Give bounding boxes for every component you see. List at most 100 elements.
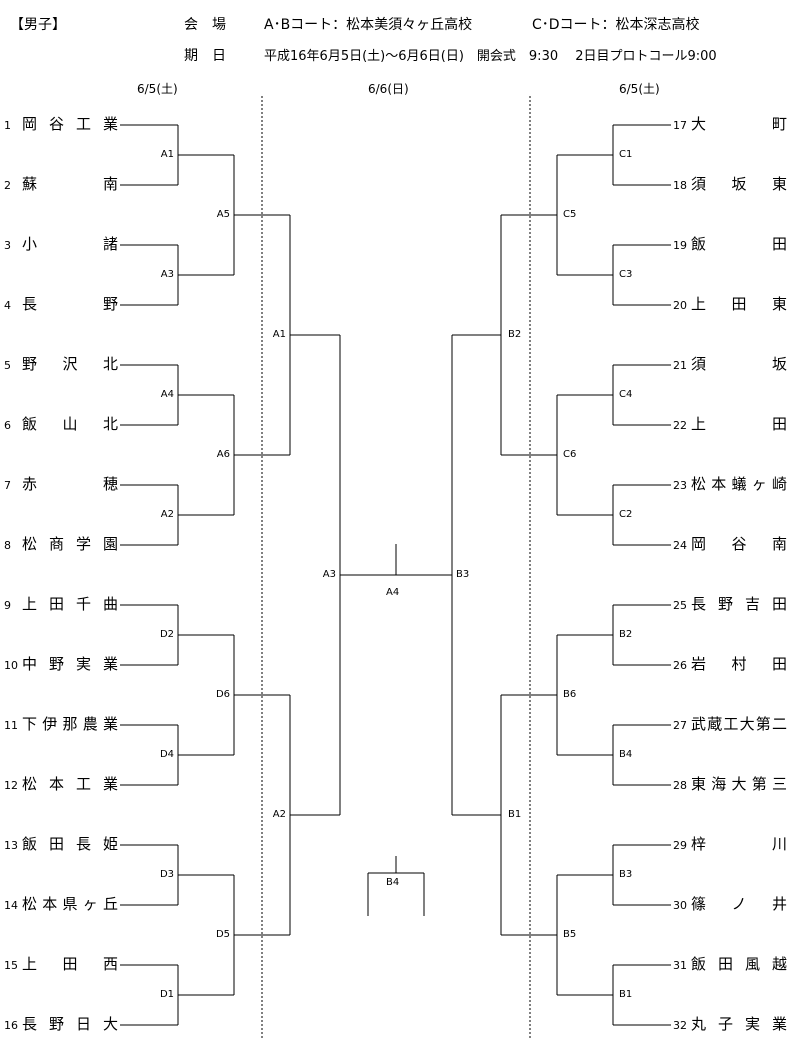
team-name: 岡 谷 南 xyxy=(691,535,787,553)
team-number: 29 xyxy=(673,839,687,852)
match-label: B2 xyxy=(508,329,522,340)
team-name: 飯田風越 xyxy=(691,955,787,973)
match-label: A1 xyxy=(160,149,174,160)
team-name: 蘇 南 xyxy=(22,175,118,193)
team-number: 13 xyxy=(4,839,18,852)
team-name: 飯 田 xyxy=(691,235,787,253)
team-name: 松本蟻ヶ崎 xyxy=(691,475,787,493)
team-number: 24 xyxy=(673,539,687,552)
team-name: 上田千曲 xyxy=(22,595,118,613)
team-name: 大 町 xyxy=(691,115,787,133)
team-name: 野 沢 北 xyxy=(22,355,118,373)
day-label-left: 6/5(土) xyxy=(137,82,178,96)
team-name: 松本県ヶ丘 xyxy=(22,895,118,913)
team-number: 30 xyxy=(673,899,687,912)
semifinal-label-right: B3 xyxy=(456,569,470,580)
team-number: 6 xyxy=(4,419,11,432)
match-label: B2 xyxy=(619,629,633,640)
day-label-right: 6/5(土) xyxy=(619,82,660,96)
match-label: A1 xyxy=(272,329,286,340)
team-name: 赤 穂 xyxy=(22,475,118,493)
final-label: A4 xyxy=(386,587,400,598)
team-name: 松商学園 xyxy=(22,535,118,553)
team-name: 岩 村 田 xyxy=(691,655,787,673)
team-number: 26 xyxy=(673,659,687,672)
match-label: D4 xyxy=(159,749,174,760)
match-label: B1 xyxy=(619,989,633,1000)
match-label: D2 xyxy=(159,629,174,640)
match-label: A2 xyxy=(160,509,174,520)
team-number: 11 xyxy=(4,719,18,732)
team-name: 岡谷工業 xyxy=(22,115,118,133)
team-number: 32 xyxy=(673,1019,687,1032)
team-number: 31 xyxy=(673,959,687,972)
team-name: 長 野 xyxy=(22,295,118,313)
match-label: A4 xyxy=(160,389,174,400)
team-name: 中野実業 xyxy=(22,655,118,673)
team-number: 21 xyxy=(673,359,687,372)
match-label: B1 xyxy=(508,809,522,820)
match-label: D1 xyxy=(159,989,174,1000)
third-place-label: B4 xyxy=(386,877,400,888)
team-number: 14 xyxy=(4,899,18,912)
match-label: B4 xyxy=(619,749,633,760)
team-name: 須 坂 xyxy=(691,355,787,373)
team-name: 飯田長姫 xyxy=(22,835,118,853)
match-label: D6 xyxy=(215,689,230,700)
team-number: 3 xyxy=(4,239,11,252)
team-name: 上 田 西 xyxy=(22,955,118,973)
team-number: 28 xyxy=(673,779,687,792)
team-name: 下伊那農業 xyxy=(22,715,118,733)
team-number: 12 xyxy=(4,779,18,792)
team-name: 武蔵工大第二 xyxy=(691,715,787,733)
match-label: A5 xyxy=(216,209,230,220)
match-label: C3 xyxy=(619,269,633,280)
team-name: 上 田 東 xyxy=(691,295,787,313)
match-label: A6 xyxy=(216,449,230,460)
semifinal-label-left: A3 xyxy=(322,569,336,580)
match-label: C4 xyxy=(619,389,633,400)
match-label: C5 xyxy=(563,209,577,220)
date-value: 平成16年6月5日(土)～6月6日(日) 開会式 9:30 2日目プロトコール9… xyxy=(264,49,717,64)
match-label: D5 xyxy=(215,929,230,940)
match-label: B6 xyxy=(563,689,577,700)
team-name: 須 坂 東 xyxy=(691,175,787,193)
day-label-center: 6/6(日) xyxy=(368,82,409,96)
team-name: 長野日大 xyxy=(22,1015,118,1033)
match-label: C6 xyxy=(563,449,577,460)
match-label: C1 xyxy=(619,149,633,160)
team-number: 2 xyxy=(4,179,11,192)
team-number: 5 xyxy=(4,359,11,372)
team-number: 1 xyxy=(4,119,11,132)
team-number: 19 xyxy=(673,239,687,252)
team-name: 小 諸 xyxy=(22,235,118,253)
match-label: B3 xyxy=(619,869,633,880)
venue-cd: C･Dコート：松本深志高校 xyxy=(532,17,700,33)
team-number: 22 xyxy=(673,419,687,432)
team-number: 23 xyxy=(673,479,687,492)
team-name: 東海大第三 xyxy=(691,775,787,793)
team-number: 27 xyxy=(673,719,687,732)
team-number: 9 xyxy=(4,599,11,612)
match-label: B5 xyxy=(563,929,577,940)
team-number: 18 xyxy=(673,179,687,192)
team-number: 7 xyxy=(4,479,11,492)
bracket-title: 【男子】 xyxy=(10,17,66,33)
team-number: 10 xyxy=(4,659,18,672)
team-number: 17 xyxy=(673,119,687,132)
match-label: A2 xyxy=(272,809,286,820)
team-name: 梓 川 xyxy=(691,835,787,853)
team-number: 16 xyxy=(4,1019,18,1032)
match-label: D3 xyxy=(159,869,174,880)
team-name: 丸子実業 xyxy=(691,1015,787,1033)
team-name: 上 田 xyxy=(691,415,787,433)
match-label: C2 xyxy=(619,509,633,520)
team-number: 4 xyxy=(4,299,11,312)
team-number: 20 xyxy=(673,299,687,312)
match-label: A3 xyxy=(160,269,174,280)
team-number: 25 xyxy=(673,599,687,612)
team-number: 15 xyxy=(4,959,18,972)
venue-ab: A･Bコート：松本美須々ヶ丘高校 xyxy=(264,17,473,33)
date-label: 期 日 xyxy=(184,48,226,64)
venue-label: 会 場 xyxy=(184,17,226,33)
